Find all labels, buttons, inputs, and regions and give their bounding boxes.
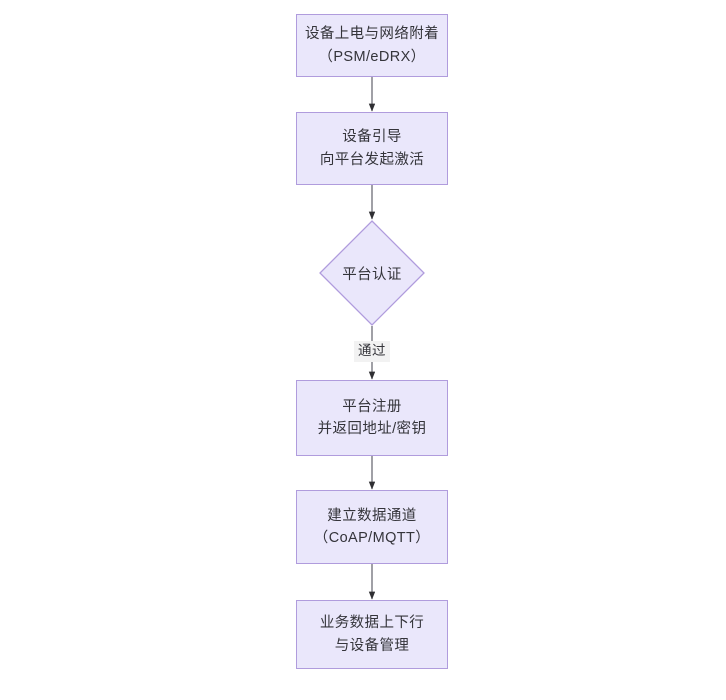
node-establish-data-channel[interactable]: 建立数据通道 （CoAP/MQTT） [296, 490, 448, 564]
node-line: 并返回地址/密钥 [317, 421, 427, 437]
node-line: 设备引导 [342, 129, 402, 146]
node-line: 设备上电与网络附着 [304, 26, 440, 43]
node-line: （CoAP/MQTT） [313, 530, 431, 546]
edge-label-pass: 通过 [354, 341, 390, 363]
node-business-data-and-device-mgmt[interactable]: 业务数据上下行 与设备管理 [296, 600, 448, 669]
diamond-shape [319, 220, 425, 326]
node-line: 平台注册 [342, 398, 402, 415]
node-line: 与设备管理 [334, 637, 410, 654]
node-line: 业务数据上下行 [319, 615, 425, 632]
node-line: （PSM/eDRX） [318, 48, 426, 65]
node-line: 建立数据通道 [327, 507, 417, 524]
node-device-bootstrap[interactable]: 设备引导 向平台发起激活 [296, 112, 448, 185]
decision-label: 平台认证 [342, 266, 402, 283]
node-device-power-on[interactable]: 设备上电与网络附着 （PSM/eDRX） [296, 14, 448, 77]
node-platform-auth-decision[interactable]: 平台认证 [319, 220, 425, 326]
node-platform-register[interactable]: 平台注册 并返回地址/密钥 [296, 380, 448, 456]
node-line: 向平台发起激活 [319, 151, 425, 168]
